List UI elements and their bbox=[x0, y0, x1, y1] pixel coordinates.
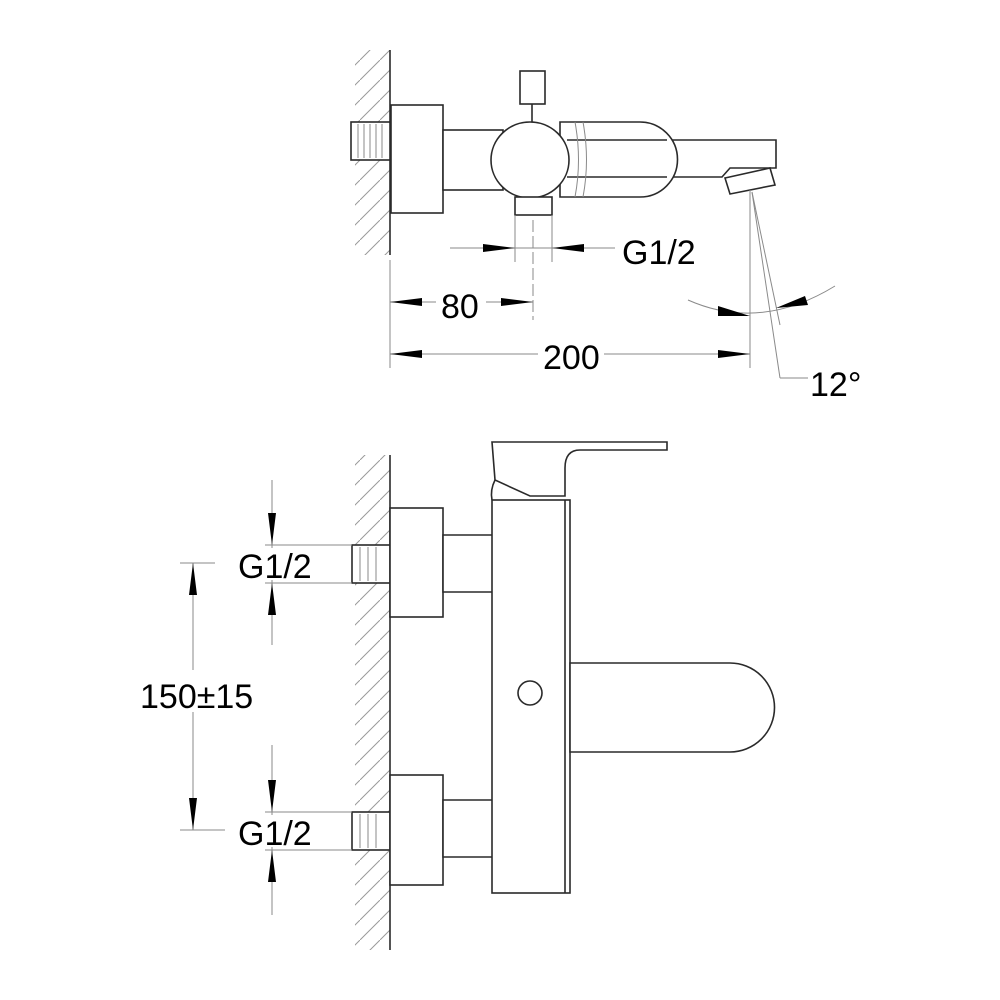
arrow-icon bbox=[776, 296, 808, 308]
outlet-offset-label: 80 bbox=[441, 288, 479, 326]
spout-projection-label: 200 bbox=[543, 339, 600, 377]
arrow-icon bbox=[390, 298, 422, 306]
diverter-button[interactable] bbox=[517, 680, 543, 706]
aerator-nozzle bbox=[723, 167, 777, 195]
arrow-icon bbox=[718, 350, 750, 358]
arrow-icon bbox=[189, 563, 197, 595]
arrow-icon bbox=[718, 306, 750, 316]
mixing-lever[interactable] bbox=[491, 441, 668, 497]
arrow-icon bbox=[483, 244, 515, 252]
inlet-thread bbox=[350, 121, 391, 161]
arrow-icon bbox=[552, 244, 584, 252]
wall-hatching bbox=[355, 455, 390, 950]
diverter-knob[interactable] bbox=[519, 70, 546, 105]
lower-inlet-thread bbox=[351, 811, 391, 851]
outlet-thread-label: G1/2 bbox=[622, 234, 696, 272]
arrow-icon bbox=[268, 513, 276, 545]
spout-front bbox=[569, 662, 776, 753]
wall-flange bbox=[390, 104, 444, 214]
arrow-icon bbox=[268, 583, 276, 615]
arrow-icon bbox=[268, 850, 276, 882]
lower-inlet-label: G1/2 bbox=[238, 815, 312, 853]
arrow-icon bbox=[268, 780, 276, 812]
inlet-spacing-label: 150±15 bbox=[140, 678, 253, 716]
front-view: G1/2 G1/2 150±15 bbox=[138, 441, 776, 950]
spout-angle-label: 12° bbox=[810, 366, 861, 404]
arrow-icon bbox=[189, 798, 197, 830]
upper-inlet-label: G1/2 bbox=[238, 548, 312, 586]
valve-body bbox=[490, 121, 570, 199]
upper-inlet-thread bbox=[351, 544, 391, 584]
shower-outlet bbox=[514, 196, 553, 216]
upper-flange bbox=[389, 507, 444, 618]
arrow-icon bbox=[390, 350, 422, 358]
arrow-icon bbox=[501, 298, 533, 306]
lower-flange bbox=[389, 774, 444, 886]
side-view: G1/2 80 200 12° bbox=[350, 50, 861, 404]
